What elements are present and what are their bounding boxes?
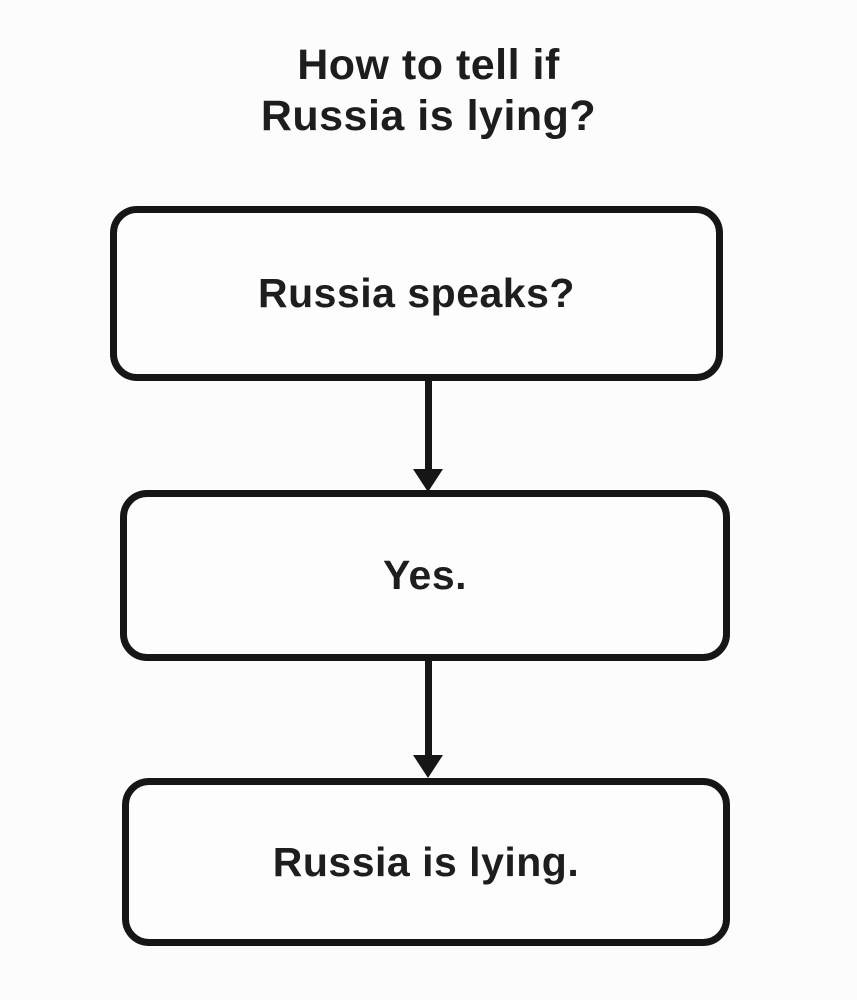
flow-node-russia-speaks: Russia speaks? <box>110 206 723 381</box>
down-arrow-icon <box>413 469 443 492</box>
down-arrow-connector-2 <box>413 659 443 778</box>
flow-node-label: Russia speaks? <box>258 270 575 316</box>
flow-node-yes: Yes. <box>120 490 730 661</box>
flow-node-label: Yes. <box>382 552 468 598</box>
arrow-stem <box>424 659 432 755</box>
flow-node-label: Russia is lying. <box>272 838 580 885</box>
page-title-line-1: How to tell if <box>297 41 560 89</box>
arrow-stem <box>424 379 432 469</box>
down-arrow-connector-1 <box>413 379 443 492</box>
page-title: How to tell if Russia is lying? <box>0 40 857 142</box>
down-arrow-icon <box>413 755 443 778</box>
page-title-line-2: Russia is lying? <box>260 92 597 140</box>
flow-node-russia-is-lying: Russia is lying. <box>122 778 730 946</box>
